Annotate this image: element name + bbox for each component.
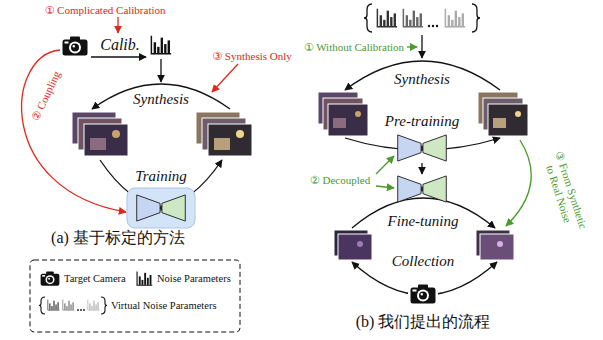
annotation-label: ③ Synthesis Only bbox=[212, 50, 292, 63]
stage-label: Synthesis bbox=[394, 71, 450, 88]
stage-label: Synthesis bbox=[133, 91, 189, 108]
noise-parameter-icon bbox=[151, 36, 171, 54]
network-icon bbox=[398, 135, 447, 161]
network-icon bbox=[398, 176, 447, 202]
clean-image-stack bbox=[196, 112, 252, 156]
transfer-arrow bbox=[421, 163, 422, 174]
panel-caption: (a) 基于标定的方法 bbox=[51, 229, 185, 247]
annotation-label: ② Coupling bbox=[29, 69, 63, 123]
arrows-b bbox=[345, 35, 531, 295]
callout-arrow bbox=[212, 64, 238, 92]
real-clean-image bbox=[476, 230, 514, 260]
noisy-image-stack bbox=[72, 112, 128, 156]
camera-icon bbox=[411, 285, 436, 304]
step-label: Calib. bbox=[100, 36, 140, 54]
stage-label: Training bbox=[135, 168, 187, 185]
parameter-arrow bbox=[160, 59, 161, 82]
virtual-parameter-set bbox=[364, 4, 480, 32]
callout-arrow bbox=[506, 140, 531, 226]
stage-label: Fine-tuning bbox=[388, 213, 459, 230]
stage-label: Collection bbox=[392, 253, 455, 270]
parameter-arrow bbox=[421, 35, 422, 58]
legend-label: Virtual Noise Parameters bbox=[111, 300, 217, 312]
real-noisy-image bbox=[334, 230, 372, 260]
noisy-image-stack bbox=[318, 92, 368, 136]
annotation-label: ① Complicated Calibration bbox=[44, 4, 165, 17]
callout-arrow bbox=[117, 17, 118, 33]
legend-box bbox=[30, 260, 240, 332]
camera-icon bbox=[41, 271, 60, 285]
legend-label: Target Camera bbox=[64, 273, 126, 285]
noise-parameter-icon bbox=[137, 271, 152, 285]
panel-caption: (b) 我们提出的流程 bbox=[356, 313, 491, 331]
annotation-label: ② Decoupled bbox=[310, 174, 370, 187]
callout-arrow bbox=[407, 46, 417, 47]
clean-image-stack bbox=[478, 92, 528, 136]
network-icon bbox=[137, 195, 186, 221]
synthesis-arc bbox=[92, 84, 230, 109]
camera-backdrop bbox=[408, 283, 438, 305]
camera-icon bbox=[63, 37, 88, 56]
stage-label: Pre-training bbox=[385, 113, 459, 130]
calibration-arrow bbox=[91, 56, 146, 57]
virtual-parameter-icon bbox=[39, 297, 107, 314]
callout-arrow bbox=[376, 186, 394, 188]
callout-arrow bbox=[376, 156, 394, 174]
synthesis-arc bbox=[345, 61, 500, 90]
legend-label: Noise Parameters bbox=[157, 273, 231, 285]
annotation-label: ③ From Synthetic to Real Noise bbox=[539, 144, 591, 239]
annotation-label: ① Without Calibration bbox=[304, 41, 404, 54]
network-highlight bbox=[127, 188, 195, 228]
